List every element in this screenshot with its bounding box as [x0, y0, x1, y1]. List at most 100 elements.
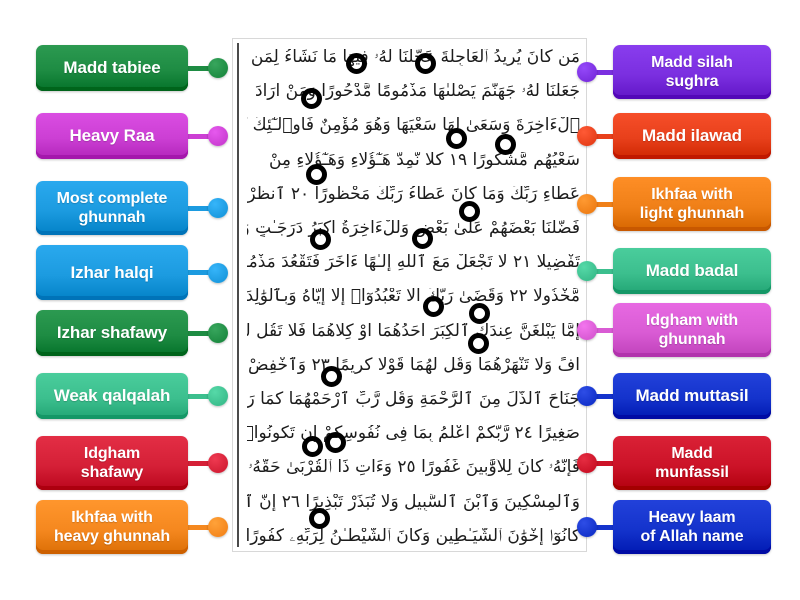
answer-marker[interactable] [423, 296, 444, 317]
label-izhar-shafawy[interactable]: Izhar shafawy [36, 310, 188, 356]
passage-line: مَّخْذُولًا ٢٢ وَقَضَىٰ رَبُّكَ أَلَّا ت… [247, 288, 580, 306]
label-madd-muttasil[interactable]: Madd muttasil [613, 373, 771, 419]
answer-marker[interactable] [415, 53, 436, 74]
label-madd-badal[interactable]: Madd badal [613, 248, 771, 294]
passage-line: سَعْيُهُم مَّشْكُورًا ١٩ كُلًّا نُّمِدُّ… [268, 151, 580, 169]
label-ikhfaa-heavy-ghunnah[interactable]: Ikhfaa with heavy ghunnah [36, 500, 188, 554]
connector-ikhfaa-light-ghunnah[interactable] [577, 177, 613, 231]
answer-marker[interactable] [302, 436, 323, 457]
connector-madd-muttasil[interactable] [577, 373, 613, 419]
passage-line: صَغِيرًا ٢٤ رَّبُّكُمْ أَعْلَمُ بِمَا فِ… [247, 425, 580, 443]
answer-marker[interactable] [301, 88, 322, 109]
connector-idgham-shafawy[interactable] [188, 436, 228, 490]
connector-ikhfaa-heavy-ghunnah[interactable] [188, 500, 228, 554]
label-text: Madd muttasil [635, 386, 749, 405]
answer-marker[interactable] [306, 164, 327, 185]
connector-knob[interactable] [577, 320, 597, 340]
connector-line [585, 524, 613, 530]
connector-heavy-laam-allah[interactable] [577, 500, 613, 554]
connector-idgham-with-ghunnah[interactable] [577, 303, 613, 357]
label-weak-qalqalah[interactable]: Weak qalqalah [36, 373, 188, 419]
connector-line [585, 460, 613, 466]
passage-line: كَانُوٓا۟ إِخْوَٰنَ ٱلشَّيَـٰطِينِ وَكَا… [247, 527, 580, 545]
connector-knob[interactable] [208, 323, 228, 343]
connector-knob[interactable] [577, 261, 597, 281]
connector-line [585, 268, 613, 274]
connector-line [188, 393, 216, 399]
answer-marker[interactable] [468, 333, 489, 354]
connector-line [188, 330, 216, 336]
answer-marker[interactable] [310, 229, 331, 250]
passage-panel: مَن كَانَ يُرِيدُ ٱلْعَاجِلَةَ عَجَّلْنَ… [232, 38, 587, 552]
answer-marker[interactable] [495, 134, 516, 155]
connector-madd-munfassil[interactable] [577, 436, 613, 490]
connector-knob[interactable] [577, 62, 597, 82]
connector-line [188, 65, 216, 71]
passage-line: مَن كَانَ يُرِيدُ ٱلْعَاجِلَةَ عَجَّلْنَ… [247, 49, 580, 66]
passage-line: تَفْضِيلًا ٢١ لَّا تَجْعَلْ مَعَ ٱللَّهِ… [247, 254, 580, 272]
answer-marker[interactable] [459, 201, 480, 222]
connector-madd-silah-sughra[interactable] [577, 45, 613, 99]
connector-madd-ilawad[interactable] [577, 113, 613, 159]
label-text: Madd silah sughra [651, 54, 733, 90]
label-text: Madd tabiee [63, 58, 161, 77]
connector-knob[interactable] [577, 126, 597, 146]
passage-line: ٱلْءَاخِرَةَ وَسَعَىٰ لَهَا سَعْيَهَا وَ… [247, 117, 580, 135]
label-text: Idgham with ghunnah [645, 312, 739, 348]
connector-line [585, 201, 613, 207]
label-idgham-with-ghunnah[interactable]: Idgham with ghunnah [613, 303, 771, 357]
label-izhar-halqi[interactable]: Izhar halqi [36, 245, 188, 300]
answer-marker[interactable] [446, 128, 467, 149]
connector-knob[interactable] [577, 386, 597, 406]
connector-izhar-halqi[interactable] [188, 245, 228, 300]
connector-knob[interactable] [208, 453, 228, 473]
passage-line: جَنَاحَ ٱلذُّلِّ مِنَ ٱلرَّحْمَةِ وَقُل … [247, 391, 580, 408]
answer-marker[interactable] [469, 303, 490, 324]
label-madd-silah-sughra[interactable]: Madd silah sughra [613, 45, 771, 99]
label-text: Izhar shafawy [56, 323, 168, 342]
answer-marker[interactable] [412, 228, 433, 249]
connector-most-complete-ghunnah[interactable] [188, 181, 228, 235]
answer-marker[interactable] [346, 53, 367, 74]
connector-line [188, 205, 216, 211]
connector-knob[interactable] [208, 262, 228, 283]
label-most-complete-ghunnah[interactable]: Most complete ghunnah [36, 181, 188, 235]
connector-knob[interactable] [208, 126, 228, 146]
label-ikhfaa-light-ghunnah[interactable]: Ikhfaa with light ghunnah [613, 177, 771, 231]
label-madd-munfassil[interactable]: Madd munfassil [613, 436, 771, 490]
passage-line: فَإِنَّهُۥ كَانَ لِلْأَوَّٰبِينَ غَفُورً… [248, 459, 580, 477]
label-text: Weak qalqalah [53, 386, 171, 405]
passage-line: فَضَّلْنَا بَعْضَهُمْ عَلَىٰ بَعْضٍ وَلَ… [247, 220, 580, 237]
connector-heavy-raa[interactable] [188, 113, 228, 159]
label-text: Izhar halqi [70, 262, 154, 282]
connector-knob[interactable] [208, 58, 228, 78]
connector-knob[interactable] [577, 517, 597, 537]
label-text: Heavy laam of Allah name [640, 509, 744, 545]
passage-line: عَطَآءِ رَبِّكَ وَمَا كَانَ عَطَآءُ رَبِ… [247, 185, 580, 203]
connector-line [188, 460, 216, 466]
label-text: Madd ilawad [642, 126, 742, 145]
connector-knob[interactable] [208, 198, 228, 218]
connector-knob[interactable] [577, 453, 597, 473]
connector-madd-tabiee[interactable] [188, 45, 228, 91]
label-madd-tabiee[interactable]: Madd tabiee [36, 45, 188, 91]
connector-izhar-shafawy[interactable] [188, 310, 228, 356]
connector-knob[interactable] [577, 194, 597, 214]
answer-marker[interactable] [325, 432, 346, 453]
answer-marker[interactable] [321, 366, 342, 387]
connector-line [585, 133, 613, 139]
connector-line [585, 393, 613, 399]
label-heavy-laam-allah[interactable]: Heavy laam of Allah name [613, 500, 771, 554]
connector-line [585, 327, 613, 333]
label-madd-ilawad[interactable]: Madd ilawad [613, 113, 771, 159]
connector-weak-qalqalah[interactable] [188, 373, 228, 419]
connector-madd-badal[interactable] [577, 248, 613, 294]
label-text: Heavy Raa [69, 126, 155, 145]
answer-marker[interactable] [309, 508, 330, 529]
label-idgham-shafawy[interactable]: Idgham shafawy [36, 436, 188, 490]
label-heavy-raa[interactable]: Heavy Raa [36, 113, 188, 159]
connector-line [188, 270, 216, 275]
connector-knob[interactable] [208, 517, 228, 537]
connector-knob[interactable] [208, 386, 228, 406]
